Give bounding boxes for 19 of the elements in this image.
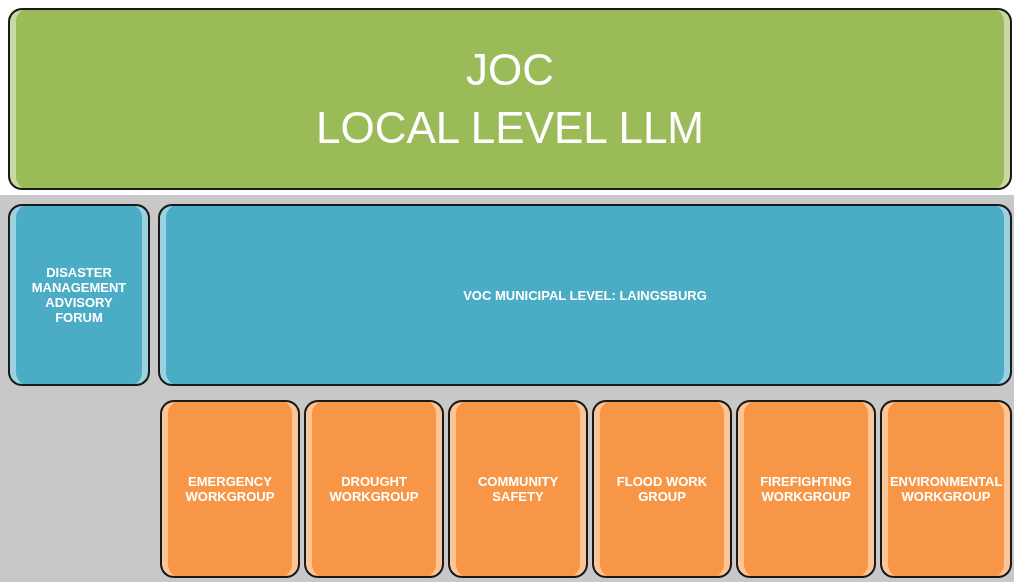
box-heading: EMERGENCY WORKGROUP xyxy=(184,474,276,504)
box-heading: ENVIRONMENTAL WORKGROUP xyxy=(889,474,1003,504)
forum-box xyxy=(8,204,150,386)
workgroup-box xyxy=(304,400,444,578)
workgroup-box xyxy=(592,400,732,578)
box-heading: JOC xyxy=(466,45,554,95)
title-box xyxy=(8,8,1012,190)
box-heading: COMMUNITY SAFETY xyxy=(476,474,560,504)
box-heading: FLOOD WORK GROUP xyxy=(615,474,709,504)
box-heading: FIREFIGHTING WORKGROUP xyxy=(759,474,853,504)
municipal-box xyxy=(158,204,1012,386)
box-heading: VOC MUNICIPAL LEVEL: LAINGSBURG xyxy=(463,287,707,303)
workgroup-box xyxy=(880,400,1012,578)
box-heading: DROUGHT WORKGROUP xyxy=(328,474,420,504)
workgroup-box xyxy=(736,400,876,578)
box-subheading: LOCAL LEVEL LLM xyxy=(315,103,705,153)
box-heading: DISASTER MANAGEMENT ADVISORY FORUM xyxy=(30,265,128,325)
workgroup-box xyxy=(160,400,300,578)
workgroup-box xyxy=(448,400,588,578)
